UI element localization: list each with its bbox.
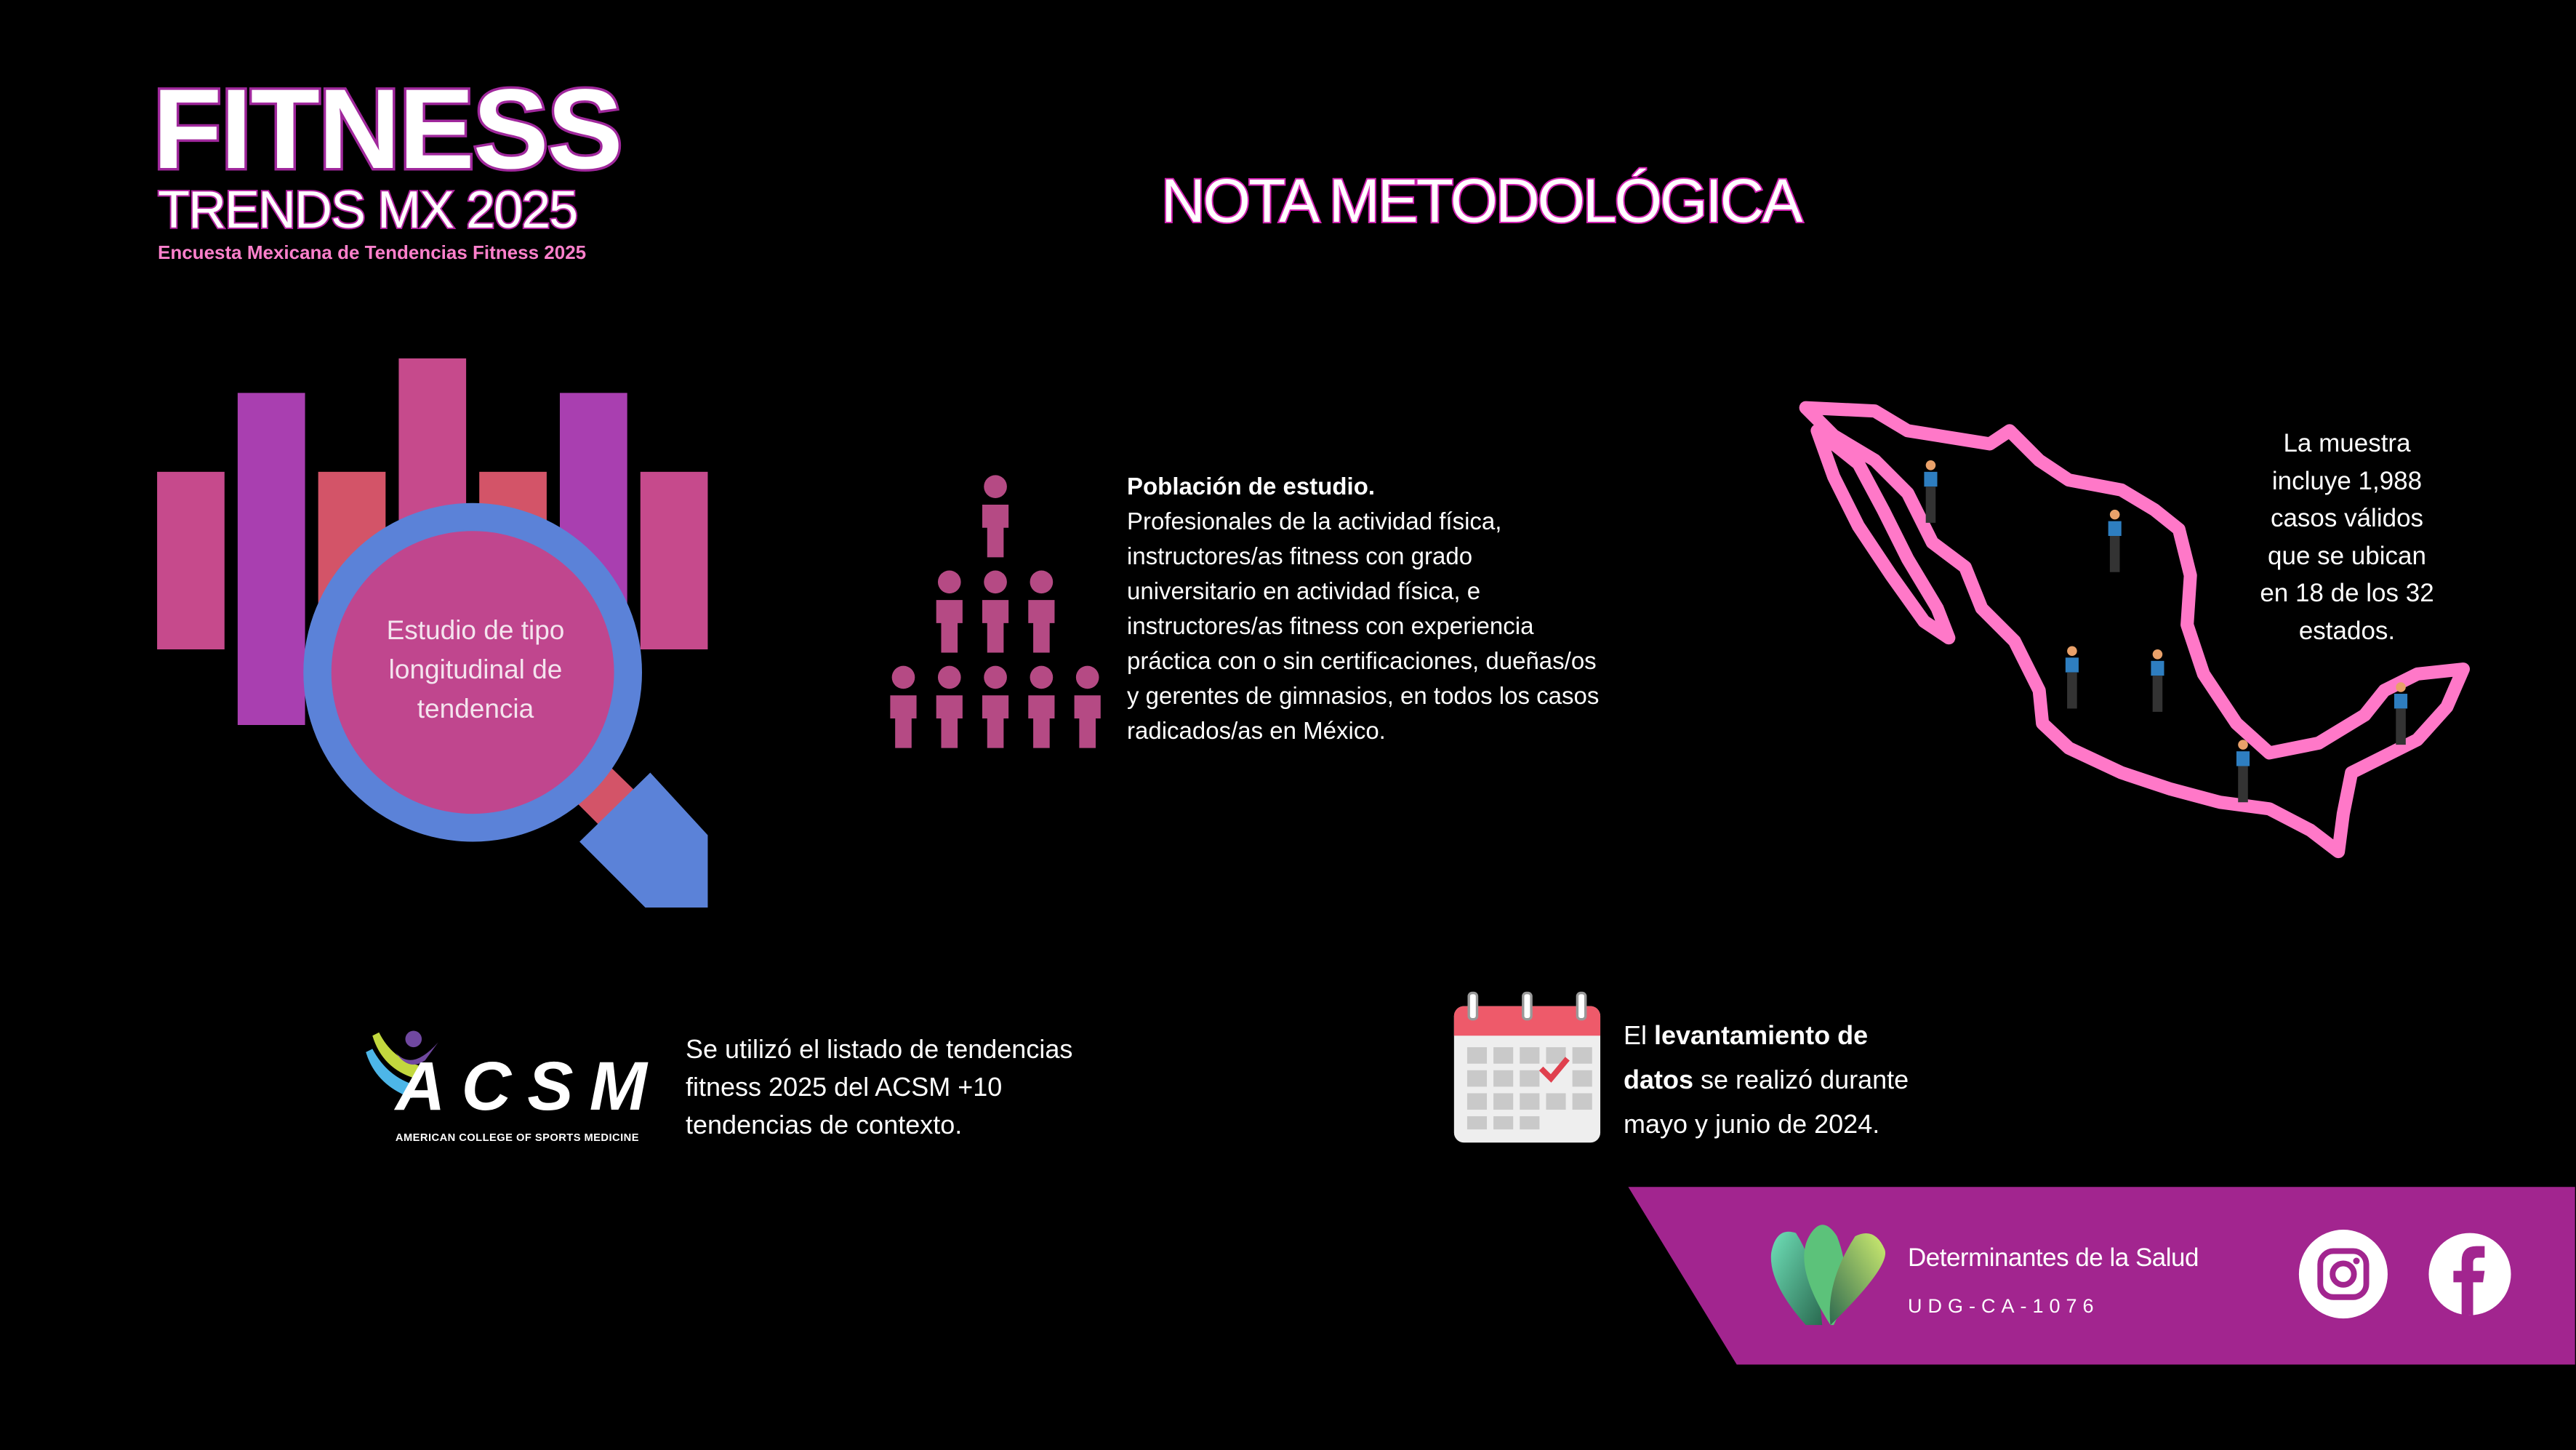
- sample-text: La muestra incluye 1,988 casos válidos q…: [2240, 425, 2454, 650]
- sample-line: estados.: [2298, 616, 2396, 645]
- instagram-icon[interactable]: [2298, 1230, 2388, 1319]
- fieldwork-pre: El: [1624, 1020, 1655, 1050]
- people-pyramid-icon: [890, 475, 1101, 748]
- study-type-line: Estudio de tipo: [386, 615, 565, 645]
- fieldwork-post: se realizó durante: [1693, 1065, 1909, 1094]
- magnifier-icon: [303, 502, 708, 908]
- acsm-logo-subtext: AMERICAN COLLEGE OF SPORTS MEDICINE: [396, 1132, 639, 1144]
- population-text: Población de estudio. Profesionales de l…: [1127, 469, 1599, 748]
- fieldwork-line: mayo y junio de 2024.: [1624, 1109, 1880, 1139]
- population-line: instructores/as fitness con experiencia: [1127, 612, 1534, 639]
- title-subtitle: TRENDS MX 2025: [156, 180, 579, 241]
- population-line: instructores/as fitness con grado: [1127, 542, 1473, 569]
- fieldwork-text: El levantamiento de datos se realizó dur…: [1624, 1013, 1909, 1146]
- org-name: Determinantes de la Salud: [1908, 1243, 2199, 1272]
- population-heading: Población de estudio.: [1127, 473, 1376, 500]
- person-markers: [1924, 460, 2408, 803]
- section-title: NOTA METODOLÓGICA: [1160, 165, 1804, 236]
- population-line: universitario en actividad física, e: [1127, 577, 1481, 604]
- sample-line: en 18 de los 32: [2260, 579, 2434, 608]
- sample-line: La muestra: [2283, 429, 2411, 457]
- leaf-logo-icon: [1770, 1225, 1886, 1326]
- acsm-line: tendencias de contexto.: [686, 1110, 963, 1139]
- main-title: FITNESS: [151, 64, 626, 196]
- acsm-logo: ACSM AMERICAN COLLEGE OF SPORTS MEDICINE: [366, 1030, 649, 1144]
- org-code: UDG-CA-1076: [1908, 1295, 2100, 1317]
- mexico-map: [1799, 401, 2470, 859]
- study-type-line: longitudinal de: [388, 654, 563, 684]
- population-line: y gerentes de gimnasios, en todos los ca…: [1127, 682, 1600, 709]
- population-line: Profesionales de la actividad física,: [1127, 508, 1502, 534]
- fieldwork-bold: levantamiento de: [1654, 1020, 1869, 1050]
- acsm-line: Se utilizó el listado de tendencias: [686, 1034, 1073, 1064]
- sample-line: que se ubican: [2268, 541, 2426, 570]
- acsm-line: fitness 2025 del ACSM +10: [686, 1072, 1003, 1102]
- calendar-icon: [1453, 991, 1601, 1143]
- population-line: radicados/as en México.: [1127, 717, 1386, 744]
- study-type-line: tendencia: [417, 694, 534, 724]
- acsm-logo-text: ACSM: [394, 1048, 649, 1125]
- sample-line: incluye 1,988: [2271, 466, 2423, 495]
- study-type-label: Estudio de tipo longitudinal de tendenci…: [331, 611, 620, 729]
- sample-line: casos válidos: [2270, 504, 2424, 533]
- fieldwork-line-2: datos se realizó durante: [1624, 1057, 1909, 1102]
- fieldwork-bold: datos: [1624, 1065, 1694, 1094]
- population-line: práctica con o sin certificaciones, dueñ…: [1127, 647, 1597, 674]
- fieldwork-line-1: El levantamiento de: [1624, 1013, 1909, 1057]
- acsm-text: Se utilizó el listado de tendencias fitn…: [686, 1030, 1072, 1144]
- facebook-icon[interactable]: [2428, 1233, 2511, 1315]
- tagline: Encuesta Mexicana de Tendencias Fitness …: [158, 241, 587, 263]
